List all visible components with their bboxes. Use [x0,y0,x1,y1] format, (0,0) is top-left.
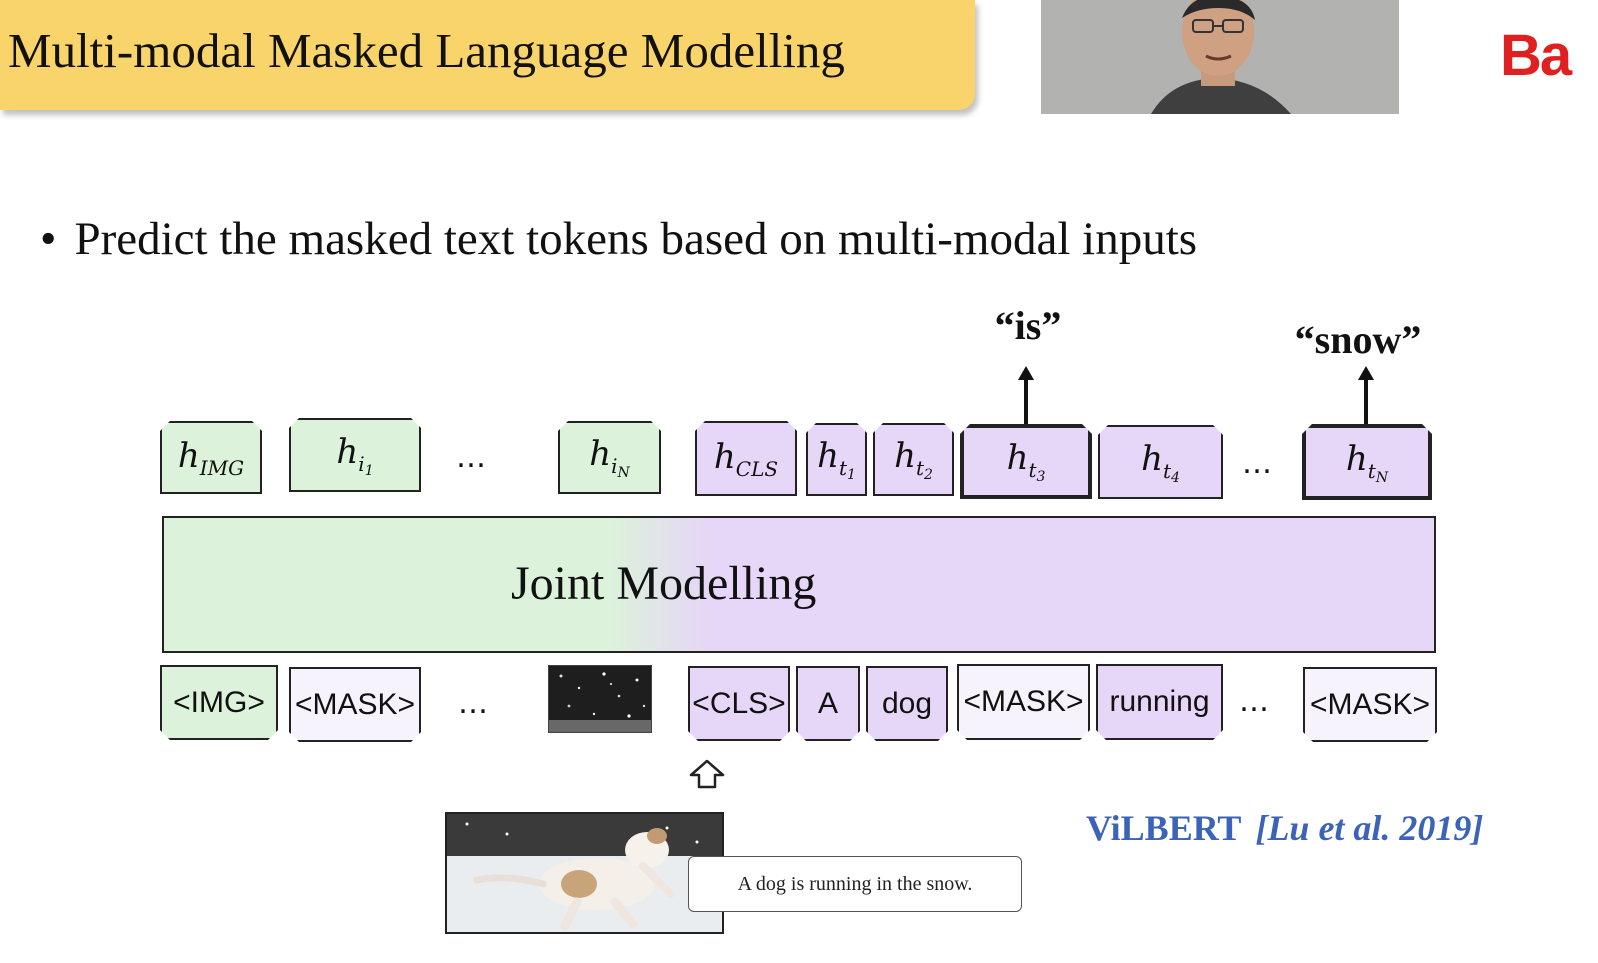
brand-logo: Ba [1500,23,1572,88]
bullet-point: • Predict the masked text tokens based on… [40,212,1197,266]
hidden-token-iN: hiN [558,421,661,494]
output-label-is: “is” [994,303,1062,348]
joint-modelling-block: Joint Modelling [162,516,1436,653]
arrow-up-icon [1018,366,1034,380]
title-banner: Multi-modal Masked Language Modelling [0,0,975,110]
input-token-dog: dog [866,666,948,741]
citation-reference: [Lu et al. 2019] [1255,808,1484,848]
input-token-text-mask: <MASK> [957,664,1090,740]
input-token-a: A [796,666,860,741]
hidden-token-cls: hCLS [695,421,797,496]
hidden-token-i1: hi1 [289,418,421,492]
citation: ViLBERT [Lu et al. 2019] [1086,807,1483,849]
hidden-token-tN: htN [1302,424,1432,500]
citation-model: ViLBERT [1086,808,1242,848]
image-patch [548,665,652,733]
output-arrow-is [1024,380,1028,424]
presenter-image [1041,0,1399,114]
ellipsis: … [458,686,488,721]
dog-running-image [447,814,722,932]
ellipsis: … [1242,446,1272,481]
hidden-token-t2: ht2 [873,423,954,496]
caption-box: A dog is running in the snow. [688,856,1022,912]
output-arrow-snow [1364,380,1368,424]
input-token-img: <IMG> [160,665,278,740]
bullet-text: Predict the masked text tokens based on … [74,213,1198,265]
hidden-token-img: hIMG [160,421,262,494]
arrow-up-icon [1358,366,1374,380]
hidden-token-t3: ht3 [960,424,1092,499]
hidden-token-t1: ht1 [806,423,867,496]
dog-photo [445,812,724,934]
joint-modelling-label: Joint Modelling [511,557,817,610]
output-label-snow: “snow” [1294,317,1422,362]
bullet-icon: • [40,213,57,265]
snow-patch-image [549,666,651,732]
hidden-token-t4: ht4 [1098,425,1223,499]
input-token-running: running [1096,664,1223,740]
slide-title: Multi-modal Masked Language Modelling [8,23,845,78]
ellipsis: … [456,440,486,475]
input-token-image-mask: <MASK> [289,667,421,742]
hollow-arrow-up-icon [689,759,725,789]
ellipsis: … [1239,684,1269,719]
webcam-feed [1041,0,1399,114]
input-token-final-mask: <MASK> [1303,667,1437,742]
input-token-cls: <CLS> [688,666,790,741]
